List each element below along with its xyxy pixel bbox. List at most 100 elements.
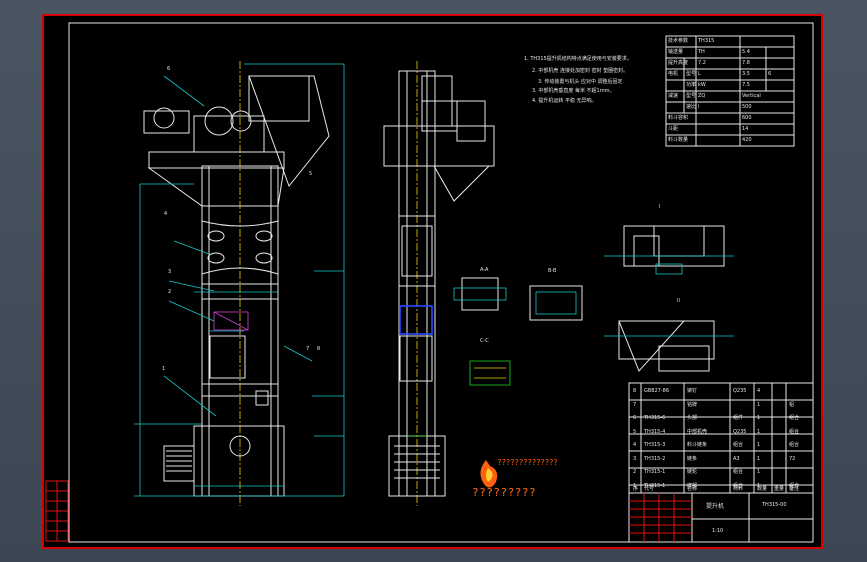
section-a-label: A-A xyxy=(480,267,489,273)
tech-cell: i xyxy=(698,104,700,110)
parts-header-cell: 序 xyxy=(633,486,639,492)
tech-cell: TH315 xyxy=(698,38,715,44)
parts-cell: 链条 xyxy=(687,455,698,462)
section-c-label: C-C xyxy=(480,338,489,344)
note-5: 4. 提升机运转 平稳 无异响。 xyxy=(532,98,597,104)
tech-cell: 6 xyxy=(768,71,772,77)
parts-cell: 1 xyxy=(757,469,761,475)
leader-3: 3 xyxy=(168,269,172,275)
parts-cell: 2 xyxy=(633,469,637,475)
tech-cell: 型号 xyxy=(686,93,697,99)
side-view xyxy=(383,61,495,506)
leader-5: 5 xyxy=(309,171,313,177)
tech-cell: 斗距 xyxy=(668,126,679,132)
parts-header-cell: 名称 xyxy=(687,486,698,492)
parts-cell: TH315-2 xyxy=(644,455,666,462)
parts-cell: 1 xyxy=(633,482,637,489)
parts-cell: 链轮 xyxy=(687,469,698,475)
leader-4: 4 xyxy=(164,211,168,217)
parts-cell: 头部 xyxy=(687,415,698,421)
parts-header-cell: 数量 xyxy=(757,486,768,492)
parts-cell: 1 xyxy=(757,428,761,435)
parts-cell: A3 xyxy=(733,455,740,462)
parts-cell: Q235 xyxy=(733,388,747,394)
title-scale: 1:10 xyxy=(712,528,724,534)
tech-cell: 输送量 xyxy=(668,49,684,55)
tech-cell: TH xyxy=(698,49,705,55)
binding-strip-lines xyxy=(46,481,68,541)
parts-header-cell: 材料 xyxy=(733,486,744,492)
parts-cell: 1 xyxy=(757,401,761,408)
tech-param-grid xyxy=(665,35,795,147)
parts-cell: 组合 xyxy=(789,428,800,435)
tech-cell: Vertical xyxy=(742,93,761,99)
parts-cell: TH315-4 xyxy=(644,428,666,435)
parts-cell: TH315-1 xyxy=(644,482,666,489)
parts-cell: 4 xyxy=(633,442,637,448)
tech-cell: 600 xyxy=(742,115,752,121)
drawing-sheet: 1. TH315提升机结构特点满足使用与安装要求。 2. 中部机壳 连接处加密封… xyxy=(42,14,823,549)
watermark-top-text: ?????????????? xyxy=(497,458,558,467)
tech-cell: 功率 xyxy=(686,82,697,88)
title-name: 提升机 xyxy=(706,503,725,510)
tech-cell: 减速 xyxy=(668,93,679,99)
tech-cell: 型号 xyxy=(686,71,697,77)
tech-cell: 500 xyxy=(742,104,752,110)
tech-cell: 3.5 xyxy=(742,71,750,77)
tech-cell: kW xyxy=(698,82,706,88)
tech-cell: 14 xyxy=(742,126,749,132)
parts-cell: 组合 xyxy=(789,482,800,489)
tech-cell: 技术参数 xyxy=(668,38,689,44)
parts-cell: 3 xyxy=(633,455,637,462)
parts-cell: 组合 xyxy=(789,442,800,448)
leader-1: 1 xyxy=(162,366,166,372)
parts-cell: 4 xyxy=(757,388,761,394)
parts-cell: TH315-6 xyxy=(644,415,666,421)
parts-cell: 组合 xyxy=(733,469,744,475)
tech-cell: 7.8 xyxy=(742,60,750,66)
tech-cell: 提升高度 xyxy=(668,60,689,66)
parts-cell: 1 xyxy=(757,482,761,489)
parts-cell: TH315-3 xyxy=(644,442,666,448)
parts-cell: 组合 xyxy=(733,442,744,448)
parts-cell: 底部 xyxy=(687,482,698,489)
parts-cell: 6 xyxy=(633,415,637,421)
title-drawing-no: TH315-00 xyxy=(762,502,787,508)
parts-cell: GB827-86 xyxy=(644,388,670,394)
note-2: 2. 中部机壳 连接处加密封 密封 垫圈密封。 xyxy=(532,68,629,74)
parts-cell: 铆钉 xyxy=(687,388,698,394)
tech-cell: 料斗容积 xyxy=(668,115,689,121)
tech-cell: 料斗数量 xyxy=(668,137,689,143)
detail-1-label: I xyxy=(659,204,661,210)
parts-header-cell: 备注 xyxy=(789,486,800,492)
parts-cell: 铭牌 xyxy=(687,401,698,408)
watermark-logo xyxy=(480,460,498,488)
parts-header-cell: 代号 xyxy=(644,486,655,492)
front-view xyxy=(134,61,345,506)
leader-6: 6 xyxy=(167,66,171,72)
parts-header-cell: 重量 xyxy=(774,486,785,492)
section-b-label: B-B xyxy=(548,268,557,274)
parts-cell: 72 xyxy=(789,455,796,462)
parts-cell: 5 xyxy=(633,428,637,435)
inner-frame xyxy=(68,22,814,543)
drive-detail-views xyxy=(604,225,734,372)
section-views xyxy=(453,277,583,386)
watermark-bottom-text: ????????? xyxy=(472,486,537,499)
leader-8: 8 xyxy=(317,346,321,352)
cad-drawing xyxy=(45,22,814,543)
tech-cell: L xyxy=(698,71,701,77)
parts-cell: 7 xyxy=(633,401,637,408)
tech-cell: 速比 xyxy=(686,104,697,110)
parts-grid xyxy=(628,382,814,543)
parts-cell: 料斗链条 xyxy=(687,442,708,448)
parts-cell: 组合 xyxy=(789,415,800,421)
parts-cell: 1 xyxy=(757,442,761,448)
parts-cell: Q235 xyxy=(733,428,747,435)
detail-2-label: II xyxy=(677,298,680,304)
note-1: 1. TH315提升机结构特点满足使用与安装要求。 xyxy=(524,56,632,62)
tech-cell: 7.5 xyxy=(742,82,750,88)
parts-cell: 组件 xyxy=(733,415,744,421)
tech-cell: 5.4 xyxy=(742,49,750,55)
parts-cell: TH315-1 xyxy=(644,469,666,475)
